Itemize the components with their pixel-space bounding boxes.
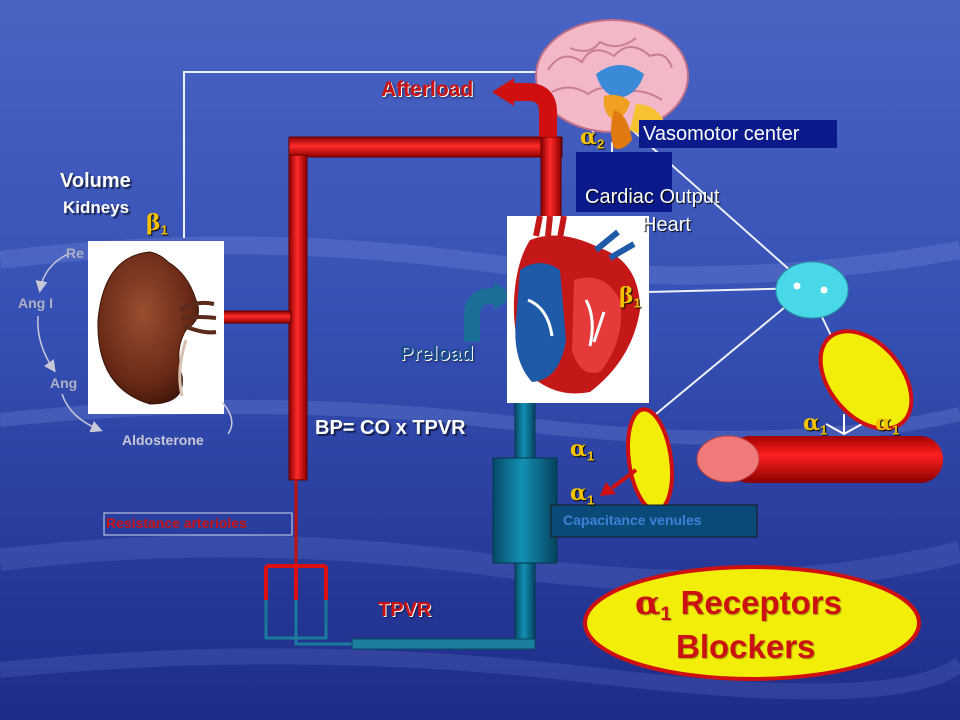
alpha2-subscript: 2 [596, 136, 605, 152]
title-line2: Blockers [676, 628, 816, 665]
volume-label: Volume [60, 170, 131, 192]
alpha-symbol: α [570, 436, 587, 462]
arteriole-vessel [696, 414, 943, 483]
alpha2-receptor-label: α2 [580, 124, 604, 152]
afterload-arrow [510, 83, 557, 137]
venous-return [351, 335, 558, 650]
arterial-tree [215, 136, 563, 646]
vasomotor-center-label: Vasomotor center [643, 123, 800, 145]
title-alpha-symbol: α [635, 583, 661, 622]
beta-symbol: β [619, 283, 634, 309]
beta1-kidney-receptor-label: β1 [146, 210, 168, 238]
nerve-ganglion [775, 261, 849, 319]
tpvr-label: TPVR [378, 599, 432, 621]
heart-illustration [507, 215, 649, 403]
raas-cycle-arrows [35, 253, 233, 435]
aortic-arch-horizontal [288, 136, 563, 158]
alpha1-venule-upper-subscript: 1 [586, 448, 595, 464]
beta1-heart-receptor-label: β1 [619, 283, 641, 311]
capacitance-reservoir [492, 457, 558, 564]
alpha1-venule-upper-label: α1 [570, 436, 594, 464]
title-receptors: Receptors [680, 584, 842, 621]
vasomotor-center-box [639, 120, 837, 148]
cardiac-output-label: Cardiac Output [585, 186, 720, 208]
ang-i-label: Ang I [18, 295, 53, 311]
resistance-arterioles-box [103, 512, 293, 536]
title-line1: α1 Receptors [635, 583, 842, 626]
alpha1-vessel-left-label: α1 [803, 410, 827, 438]
title-callout [583, 565, 921, 681]
alpha1-venule-lower-label: α1 [570, 480, 594, 508]
capacitance-venules-box [550, 504, 758, 538]
alpha-symbol: α [803, 410, 820, 436]
ang-ii-label: Ang [50, 375, 78, 391]
title-subscript: 1 [660, 602, 672, 625]
heart-label: Heart [642, 214, 691, 236]
cardiac-output-box [576, 152, 672, 212]
bp-formula-label: BP= CO x TPVR [315, 417, 466, 439]
brain-illustration [535, 19, 689, 149]
preload-label: Preload [400, 343, 474, 365]
alpha1-venule-lower-subscript: 1 [586, 492, 595, 508]
alpha1-vessel-right-subscript: 1 [891, 422, 900, 438]
varicosity-right [818, 329, 914, 431]
beta1-kidney-subscript: 1 [160, 222, 168, 238]
alpha-symbol: α [570, 480, 587, 506]
resistance-arterioles-label: Resistance arterioles [106, 515, 247, 531]
alpha-symbol: α [875, 410, 892, 436]
beta-symbol: β [146, 210, 161, 236]
renal-artery [215, 310, 292, 324]
aorta-descending [288, 154, 308, 481]
aldosterone-label: Aldosterone [122, 432, 204, 448]
kidney-illustration [88, 241, 224, 414]
kidneys-label: Kidneys [63, 198, 130, 217]
alpha-symbol: α [580, 124, 597, 150]
afterload-label: Afterload [381, 78, 474, 101]
renin-label: Re [66, 245, 84, 261]
alpha1-vessel-right-label: α1 [875, 410, 899, 438]
alpha1-vessel-left-subscript: 1 [819, 422, 828, 438]
capacitance-venules-label: Capacitance venules [563, 512, 702, 528]
beta1-heart-subscript: 1 [633, 295, 641, 311]
preload-arrow [464, 288, 496, 342]
